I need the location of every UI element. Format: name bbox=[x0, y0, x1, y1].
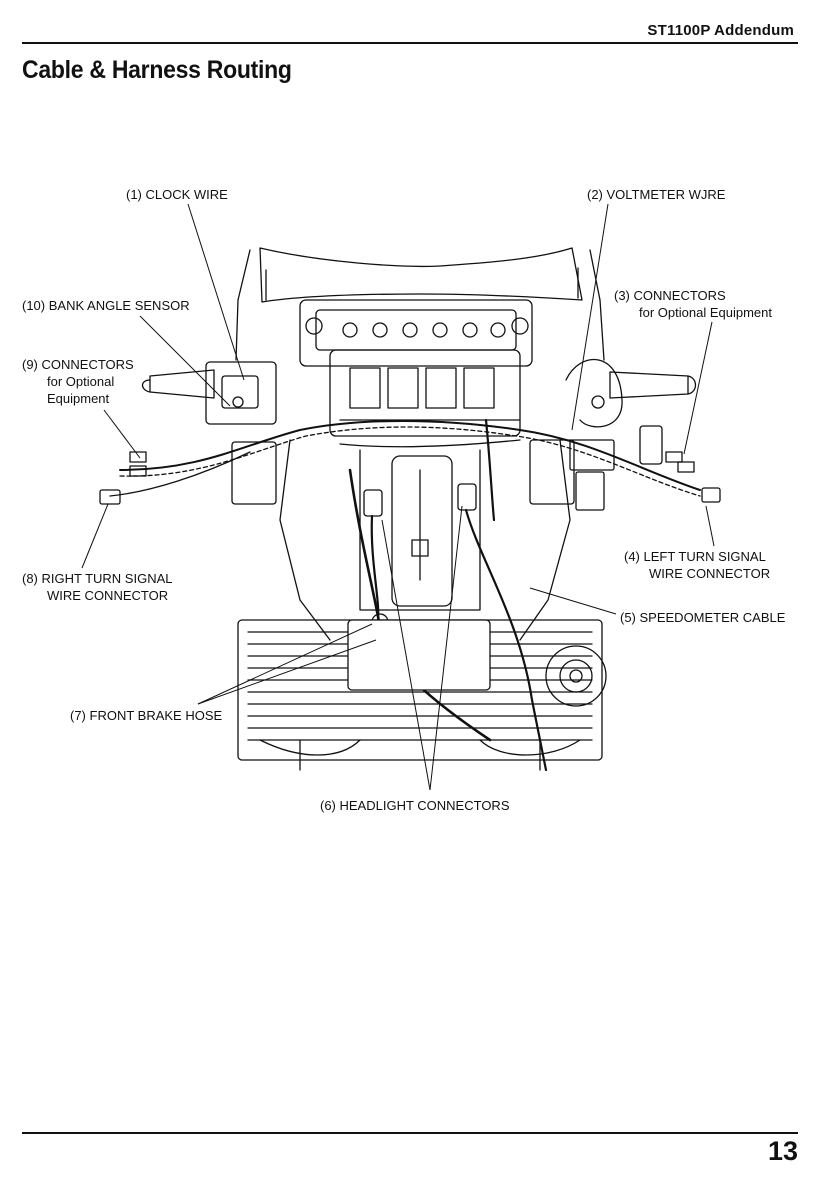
callout-clock-wire-text: (1) CLOCK WIRE bbox=[126, 187, 228, 202]
leader-speedometer-cable bbox=[529, 587, 617, 615]
callout-left-turn-signal: (4) LEFT TURN SIGNAL WIRE CONNECTOR bbox=[624, 548, 770, 582]
callout-connectors-right-line1: (3) CONNECTORS bbox=[614, 288, 726, 303]
leader-connectors-right bbox=[683, 321, 713, 455]
leader-left-turn-signal bbox=[705, 505, 715, 547]
callout-front-brake-hose: (7) FRONT BRAKE HOSE bbox=[70, 707, 222, 724]
callout-left-turn-line2: WIRE CONNECTOR bbox=[649, 566, 771, 581]
callout-brake-hose-text: (7) FRONT BRAKE HOSE bbox=[70, 708, 223, 723]
footer-rule bbox=[22, 1132, 798, 1134]
callout-left-turn-line1: (4) LEFT TURN SIGNAL bbox=[624, 549, 766, 564]
leader-right-turn-signal bbox=[81, 503, 109, 569]
callout-clock-wire: (1) CLOCK WIRE bbox=[126, 186, 228, 203]
callout-right-turn-line2: WIRE CONNECTOR bbox=[47, 588, 169, 603]
page-number: 13 bbox=[767, 1136, 798, 1166]
leader-brake-hose-2 bbox=[197, 623, 373, 705]
callout-connectors-left-line2: for Optional bbox=[47, 374, 115, 389]
callout-right-turn-line1: (8) RIGHT TURN SIGNAL bbox=[22, 571, 173, 586]
leader-headlight-2 bbox=[429, 505, 463, 791]
callout-connectors-right-line2: for Optional Equipment bbox=[639, 305, 772, 320]
callout-connectors-optional-right: (3) CONNECTORS for Optional Equipment bbox=[614, 287, 772, 321]
header-rule bbox=[22, 42, 798, 44]
callout-connectors-left-line1: (9) CONNECTORS bbox=[22, 357, 134, 372]
leader-headlight-1 bbox=[381, 519, 431, 791]
manual-title: ST1100P Addendum bbox=[647, 22, 794, 39]
leader-brake-hose bbox=[197, 639, 377, 705]
leader-connectors-left bbox=[103, 409, 141, 459]
callout-headlight-text: (6) HEADLIGHT CONNECTORS bbox=[320, 798, 510, 813]
callout-bank-angle-text: (10) BANK ANGLE SENSOR bbox=[22, 298, 190, 313]
callout-bank-angle-sensor: (10) BANK ANGLE SENSOR bbox=[22, 297, 190, 314]
callout-voltmeter-wire: (2) VOLTMETER WJRE bbox=[587, 186, 725, 203]
callout-speedometer-cable: (5) SPEEDOMETER CABLE bbox=[620, 609, 785, 626]
leader-clock-wire bbox=[187, 203, 245, 381]
leader-bank-angle bbox=[139, 315, 231, 407]
callout-connectors-left-line3: Equipment bbox=[47, 391, 110, 406]
callout-connectors-optional-left: (9) CONNECTORS for Optional Equipment bbox=[22, 356, 134, 407]
page-title: Cable & Harness Routing bbox=[22, 56, 292, 84]
leader-voltmeter-wire bbox=[571, 203, 609, 431]
callout-right-turn-signal: (8) RIGHT TURN SIGNAL WIRE CONNECTOR bbox=[22, 570, 172, 604]
callout-voltmeter-wire-text: (2) VOLTMETER WJRE bbox=[587, 187, 726, 202]
callout-headlight-connectors: (6) HEADLIGHT CONNECTORS bbox=[320, 797, 510, 814]
callout-speedometer-text: (5) SPEEDOMETER CABLE bbox=[620, 610, 786, 625]
